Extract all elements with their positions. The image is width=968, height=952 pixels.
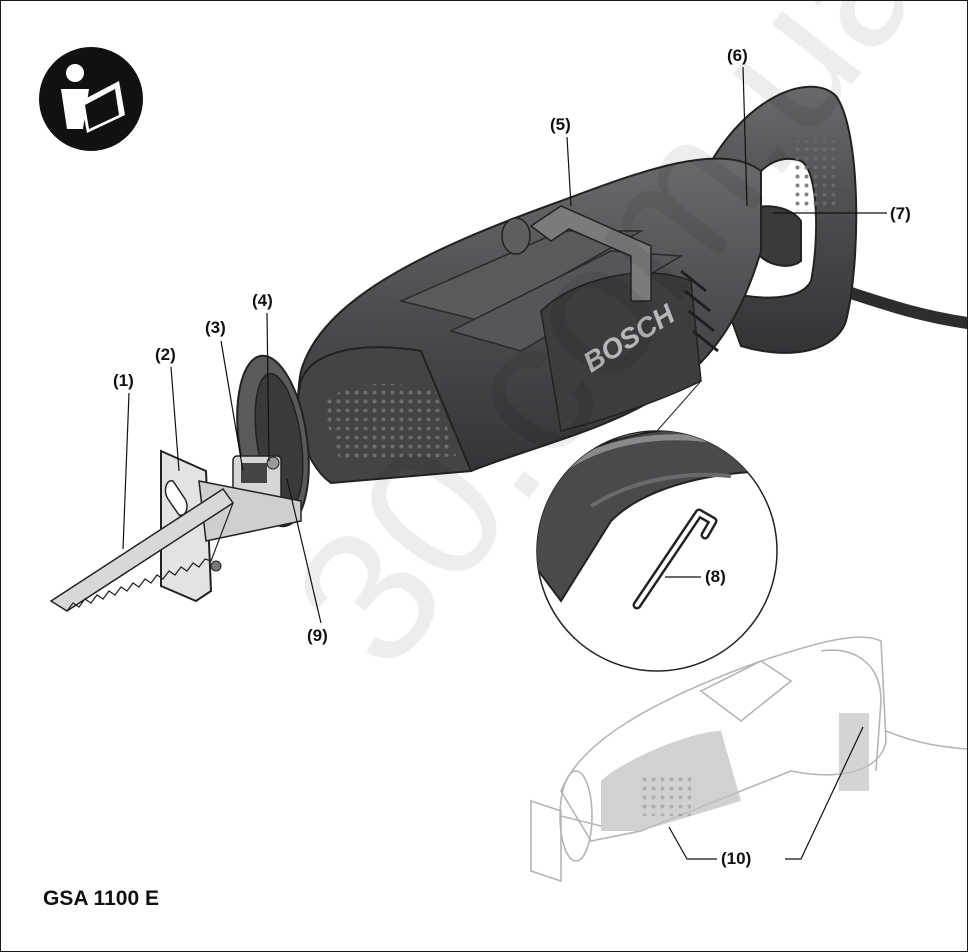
callout-8: (8) [705, 567, 726, 586]
callout-5: (5) [550, 115, 571, 134]
leader-3 [220, 340, 244, 472]
callout-6: (6) [727, 46, 748, 65]
callout-4: (4) [252, 291, 273, 310]
callout-3: (3) [205, 318, 226, 337]
leader-1 [122, 392, 130, 550]
callout-2: (2) [155, 345, 176, 364]
read-manual-icon [39, 47, 143, 151]
leader-2 [170, 366, 180, 472]
leader-9 [286, 478, 322, 624]
callout-1: (1) [113, 371, 134, 390]
callout-9: (9) [307, 626, 328, 645]
leader-10b [785, 726, 864, 860]
ghost-tool-outline [530, 636, 967, 883]
leader-4 [266, 312, 270, 462]
model-name: GSA 1100 E [43, 887, 159, 910]
leader-5 [566, 136, 572, 207]
callout-7: (7) [890, 204, 911, 223]
leader-10a [668, 826, 717, 860]
leader-6 [742, 66, 748, 207]
callout-10: (10) [721, 849, 752, 868]
